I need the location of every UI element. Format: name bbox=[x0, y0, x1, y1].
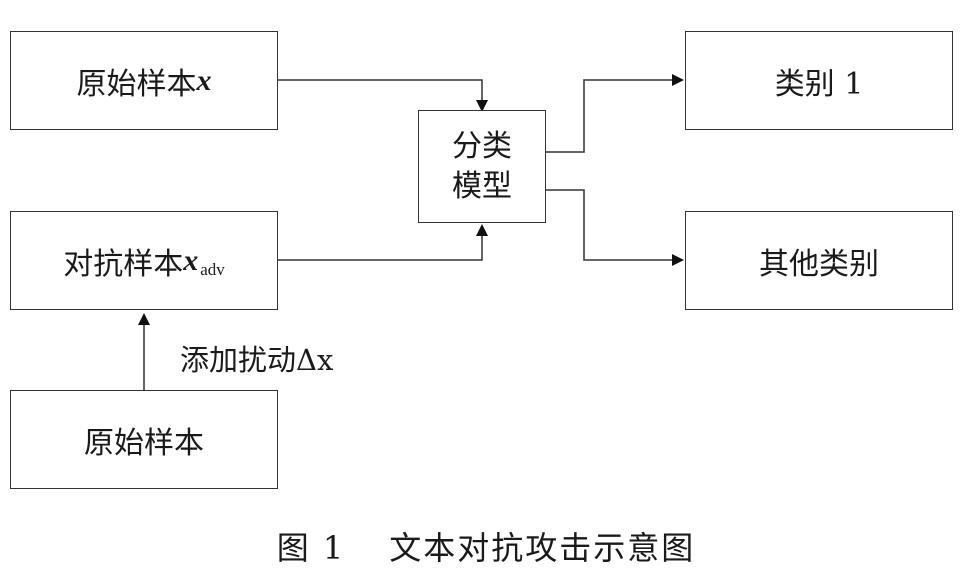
edge-original-to-model bbox=[278, 79, 488, 112]
node-model-line2: 模型 bbox=[452, 168, 512, 204]
variable-x: x bbox=[196, 63, 212, 97]
node-other-classes-text: 其他类别 bbox=[759, 246, 879, 282]
edge-model-to-class1 bbox=[546, 74, 684, 153]
node-class-1: 类别 1 bbox=[685, 31, 953, 130]
edge-model-to-other bbox=[546, 189, 684, 266]
node-model-line1: 分类 bbox=[452, 128, 512, 164]
node-class-1-text: 类别 1 bbox=[774, 66, 864, 102]
node-other-classes: 其他类别 bbox=[685, 211, 953, 310]
figure-number: 图 1 bbox=[276, 529, 346, 567]
edge-adversarial-to-model bbox=[278, 224, 488, 261]
subscript-adv: adv bbox=[200, 259, 225, 279]
figure-caption: 图 1 文本对抗攻击示意图 bbox=[0, 523, 972, 569]
node-original-sample-x-text: 原始样本 bbox=[76, 66, 197, 102]
perturbation-label: 添加扰动Δx bbox=[180, 343, 334, 377]
node-original-sample: 原始样本 bbox=[10, 390, 278, 489]
figure-title: 文本对抗攻击示意图 bbox=[389, 529, 696, 567]
node-original-sample-text: 原始样本 bbox=[84, 425, 204, 461]
variable-x-adv: x bbox=[183, 243, 199, 277]
node-classification-model: 分类 模型 bbox=[418, 110, 546, 223]
node-adversarial-sample-text: 对抗样本 bbox=[63, 246, 184, 282]
